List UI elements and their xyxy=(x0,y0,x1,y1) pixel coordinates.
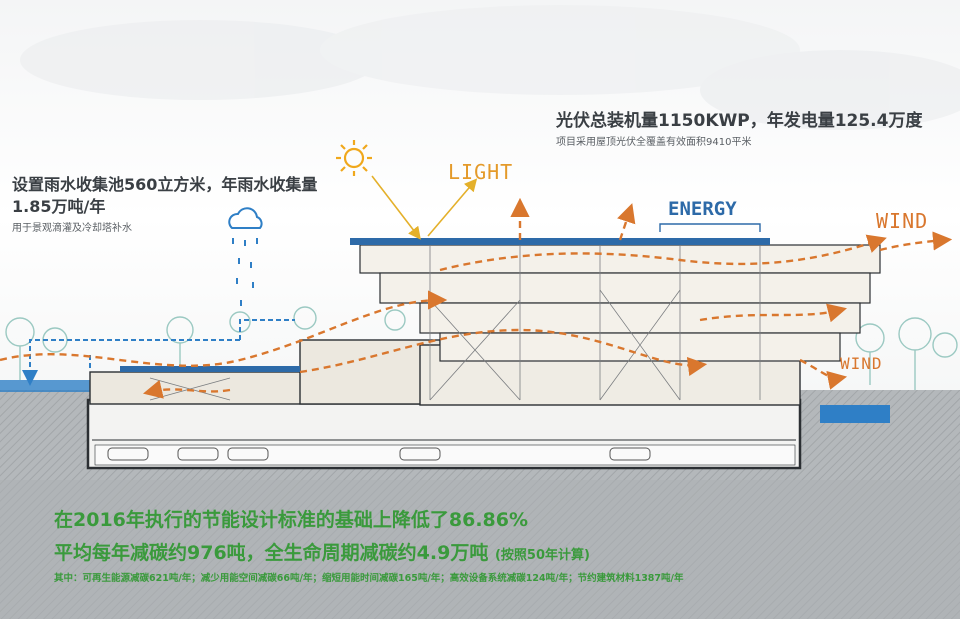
stat-breakdown: 其中：可再生能源减碳621吨/年；减少用能空间减碳66吨/年；缩短用能时间减碳1… xyxy=(54,573,684,584)
stat-carbon-note: (按照50年计算) xyxy=(494,548,590,563)
pv-headline: 光伏总装机量1150KWP，年发电量125.4万度 xyxy=(556,111,923,131)
cars xyxy=(107,447,651,461)
pond-left xyxy=(0,380,90,392)
structure-lines xyxy=(149,245,761,401)
rain-drops xyxy=(232,238,258,306)
wind-arrows xyxy=(0,197,953,399)
rain-headline-line2: 1.85万吨/年 xyxy=(12,197,106,216)
label-wind-top: WIND xyxy=(876,209,929,233)
roof-pv xyxy=(350,238,770,245)
rain-subtitle: 用于景观滴灌及冷却塔补水 xyxy=(12,223,132,234)
sky-clouds xyxy=(20,5,960,130)
stat-carbon-text: 平均每年减碳约976吨，全生命周期减碳约4.9万吨 xyxy=(54,542,489,564)
stat-carbon-reduction: 平均每年减碳约976吨，全生命周期减碳约4.9万吨 (按照50年计算) xyxy=(54,538,590,565)
rain-headline-line1: 设置雨水收集池560立方米，年雨水收集量 xyxy=(12,175,318,194)
energy-arrows xyxy=(659,223,761,232)
pond-right xyxy=(820,405,890,423)
basement xyxy=(86,398,802,470)
label-wind-side: WIND xyxy=(840,354,883,373)
label-energy: ENERGY xyxy=(668,198,737,220)
stat-energy-reduction: 在2016年执行的节能设计标准的基础上降低了86.86% xyxy=(54,509,529,531)
rain-cloud-icon xyxy=(228,207,263,229)
light-rays xyxy=(371,175,478,240)
rain-headline: 设置雨水收集池560立方米，年雨水收集量 1.85万吨/年 xyxy=(12,174,317,218)
label-light: LIGHT xyxy=(448,160,514,184)
sun-icon xyxy=(336,140,372,176)
pv-subtitle: 项目采用屋顶光伏全覆盖有效面积9410平米 xyxy=(556,137,752,148)
